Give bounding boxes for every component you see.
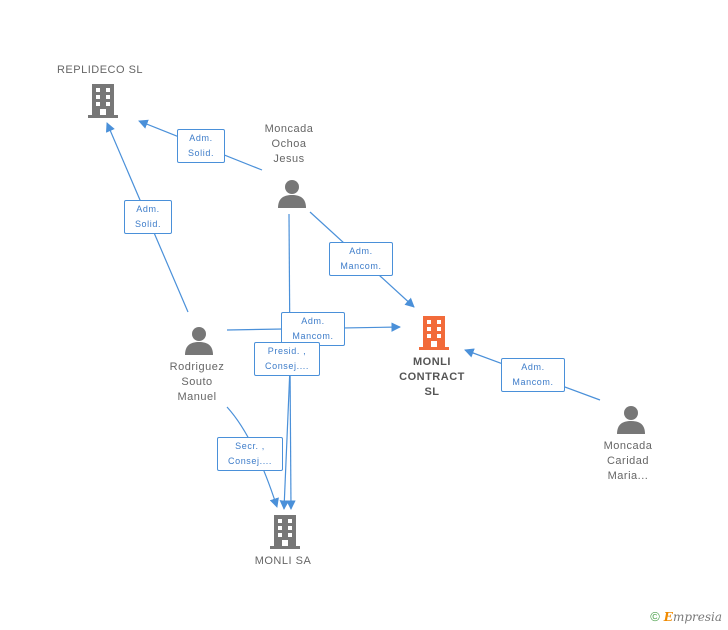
edge-role-label: Adm. Solid. <box>177 129 225 163</box>
edge-role-label: Adm. Mancom. <box>501 358 565 392</box>
building-icon[interactable] <box>88 84 118 118</box>
edge-role-label: Adm. Solid. <box>124 200 172 234</box>
edge-role-label: Adm. Mancom. <box>281 312 345 346</box>
node-label-replideco[interactable]: REPLIDECO SL <box>56 64 144 76</box>
edge-role-label: Adm. Mancom. <box>329 242 393 276</box>
node-label-monli-contract[interactable]: MONLI CONTRACT SL <box>399 356 465 398</box>
edge-role-label: Secr. , Consej.... <box>217 437 283 471</box>
brand-logo[interactable]: Empresia <box>663 610 722 624</box>
person-icon[interactable] <box>185 327 213 355</box>
person-icon[interactable] <box>617 406 645 434</box>
copyright-icon: © <box>650 609 660 624</box>
copyright-notice: ©Empresia <box>650 609 722 624</box>
building-icon[interactable] <box>419 316 449 350</box>
node-label-rodriguez[interactable]: Rodriguez Souto Manuel <box>169 361 225 403</box>
node-label-monli-sa[interactable]: MONLI SA <box>254 555 312 567</box>
node-label-moncada-ochoa[interactable]: Moncada Ochoa Jesus <box>264 123 314 165</box>
edge-role-label: Presid. , Consej.... <box>254 342 320 376</box>
person-icon[interactable] <box>278 180 306 208</box>
node-label-moncada-caridad[interactable]: Moncada Caridad Maria... <box>603 440 653 482</box>
building-icon[interactable] <box>270 515 300 549</box>
